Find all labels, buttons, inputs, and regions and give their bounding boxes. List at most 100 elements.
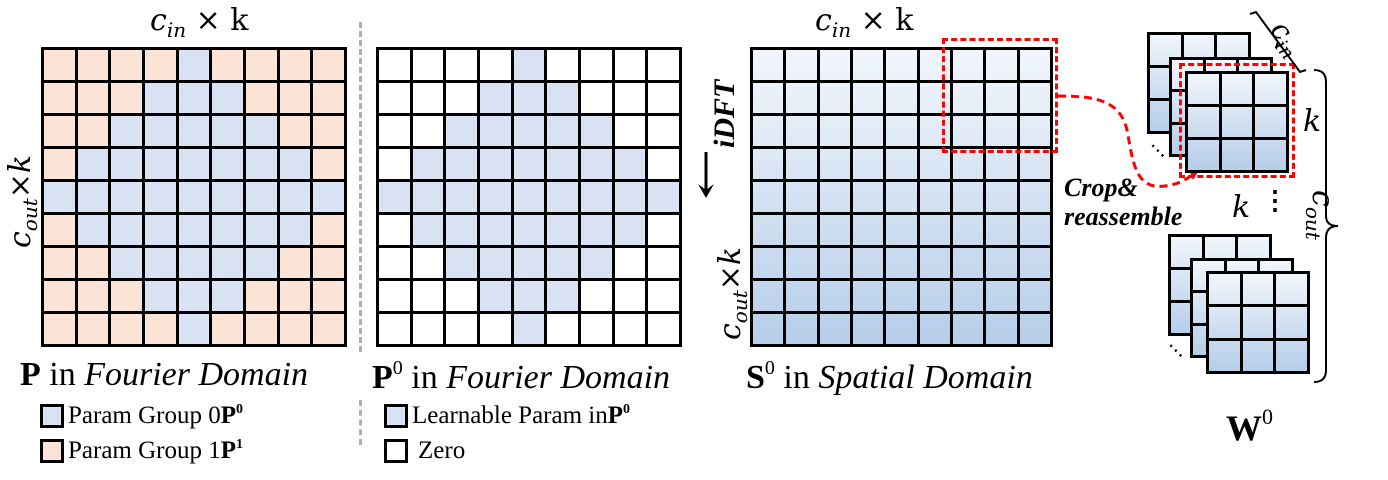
matrix-cell bbox=[479, 50, 511, 80]
matrix-cell bbox=[44, 116, 75, 146]
matrix-cell bbox=[279, 281, 311, 311]
legend-zero: Zero bbox=[384, 438, 465, 463]
matrix-cell bbox=[580, 83, 612, 113]
crop-highlight-box bbox=[942, 38, 1058, 153]
matrix-cell bbox=[245, 215, 277, 245]
matrix-cell bbox=[513, 50, 545, 80]
matrix-cell bbox=[853, 182, 884, 212]
matrix-cell bbox=[412, 215, 444, 245]
matrix-cell bbox=[111, 248, 142, 278]
matrix-cell bbox=[245, 314, 277, 344]
matrix-cell bbox=[853, 248, 884, 278]
white-swatch-icon bbox=[384, 438, 408, 463]
matrix-cell bbox=[580, 116, 612, 146]
kernel-crop-highlight bbox=[1179, 63, 1295, 178]
matrix-cell bbox=[953, 182, 984, 212]
matrix-cell bbox=[886, 116, 917, 146]
matrix-cell bbox=[580, 149, 612, 179]
matrix-cell bbox=[547, 281, 578, 311]
p-fourier-grid bbox=[41, 47, 347, 347]
matrix-cell bbox=[279, 149, 311, 179]
matrix-cell bbox=[580, 248, 612, 278]
matrix-cell bbox=[279, 116, 311, 146]
matrix-cell bbox=[144, 50, 176, 80]
matrix-cell bbox=[547, 83, 578, 113]
matrix-cell bbox=[412, 116, 444, 146]
matrix-cell bbox=[379, 83, 410, 113]
matrix-cell bbox=[144, 281, 176, 311]
matrix-cell bbox=[446, 281, 477, 311]
matrix-cell bbox=[919, 182, 950, 212]
matrix-cell bbox=[513, 83, 545, 113]
matrix-cell bbox=[819, 116, 850, 146]
matrix-cell bbox=[547, 116, 578, 146]
matrix-cell bbox=[886, 215, 917, 245]
crop-reassemble-label: Crop& reassemble bbox=[1064, 173, 1183, 231]
matrix-cell bbox=[513, 116, 545, 146]
matrix-cell bbox=[819, 149, 850, 179]
matrix-cell bbox=[753, 281, 784, 311]
matrix-cell bbox=[1019, 182, 1050, 212]
legend-learnable-param: Learnable Param in P0 bbox=[384, 403, 630, 428]
matrix-cell bbox=[245, 50, 277, 80]
matrix-cell bbox=[886, 314, 917, 344]
matrix-cell bbox=[212, 149, 243, 179]
matrix-cell bbox=[144, 182, 176, 212]
matrix-cell bbox=[648, 116, 679, 146]
matrix-cell bbox=[547, 314, 578, 344]
matrix-cell bbox=[753, 50, 784, 80]
s0-axis-left-label: cout×k bbox=[713, 246, 752, 340]
matrix-cell bbox=[786, 248, 817, 278]
matrix-cell bbox=[144, 83, 176, 113]
matrix-cell bbox=[786, 50, 817, 80]
matrix-cell bbox=[648, 281, 679, 311]
matrix-cell bbox=[212, 215, 243, 245]
matrix-cell bbox=[44, 314, 75, 344]
matrix-cell bbox=[513, 215, 545, 245]
matrix-cell bbox=[753, 248, 784, 278]
matrix-cell bbox=[212, 50, 243, 80]
matrix-cell bbox=[786, 215, 817, 245]
matrix-cell bbox=[853, 149, 884, 179]
matrix-cell bbox=[178, 149, 210, 179]
blue-swatch-icon bbox=[384, 403, 408, 428]
matrix-cell bbox=[614, 215, 646, 245]
matrix-cell bbox=[547, 149, 578, 179]
matrix-cell bbox=[245, 248, 277, 278]
matrix-cell bbox=[886, 182, 917, 212]
s0-axis-top-label: cin × k bbox=[815, 3, 914, 42]
matrix-cell bbox=[379, 50, 410, 80]
matrix-cell bbox=[77, 83, 109, 113]
matrix-cell bbox=[819, 215, 850, 245]
matrix-cell bbox=[753, 215, 784, 245]
matrix-cell bbox=[547, 50, 578, 80]
w0-caption: W0 bbox=[1226, 404, 1273, 448]
matrix-cell bbox=[279, 314, 311, 344]
p0-fourier-grid bbox=[376, 47, 682, 347]
matrix-cell bbox=[313, 215, 344, 245]
matrix-cell bbox=[77, 314, 109, 344]
matrix-cell bbox=[919, 314, 950, 344]
matrix-cell bbox=[986, 83, 1017, 113]
matrix-cell bbox=[313, 116, 344, 146]
matrix-cell bbox=[412, 149, 444, 179]
matrix-cell bbox=[178, 281, 210, 311]
matrix-cell bbox=[144, 314, 176, 344]
matrix-cell bbox=[111, 50, 142, 80]
matrix-cell bbox=[144, 248, 176, 278]
matrix-cell bbox=[44, 215, 75, 245]
matrix-cell bbox=[513, 314, 545, 344]
matrix-cell bbox=[111, 116, 142, 146]
matrix-cell bbox=[379, 182, 410, 212]
matrix-cell bbox=[919, 248, 950, 278]
matrix-cell bbox=[412, 281, 444, 311]
matrix-cell bbox=[614, 314, 646, 344]
matrix-cell bbox=[648, 215, 679, 245]
matrix-cell bbox=[614, 248, 646, 278]
matrix-cell bbox=[412, 248, 444, 278]
matrix-cell bbox=[446, 83, 477, 113]
matrix-cell bbox=[446, 248, 477, 278]
ellipsis-bottom: ⋯ bbox=[1160, 336, 1191, 366]
matrix-cell bbox=[753, 182, 784, 212]
matrix-cell bbox=[953, 83, 984, 113]
